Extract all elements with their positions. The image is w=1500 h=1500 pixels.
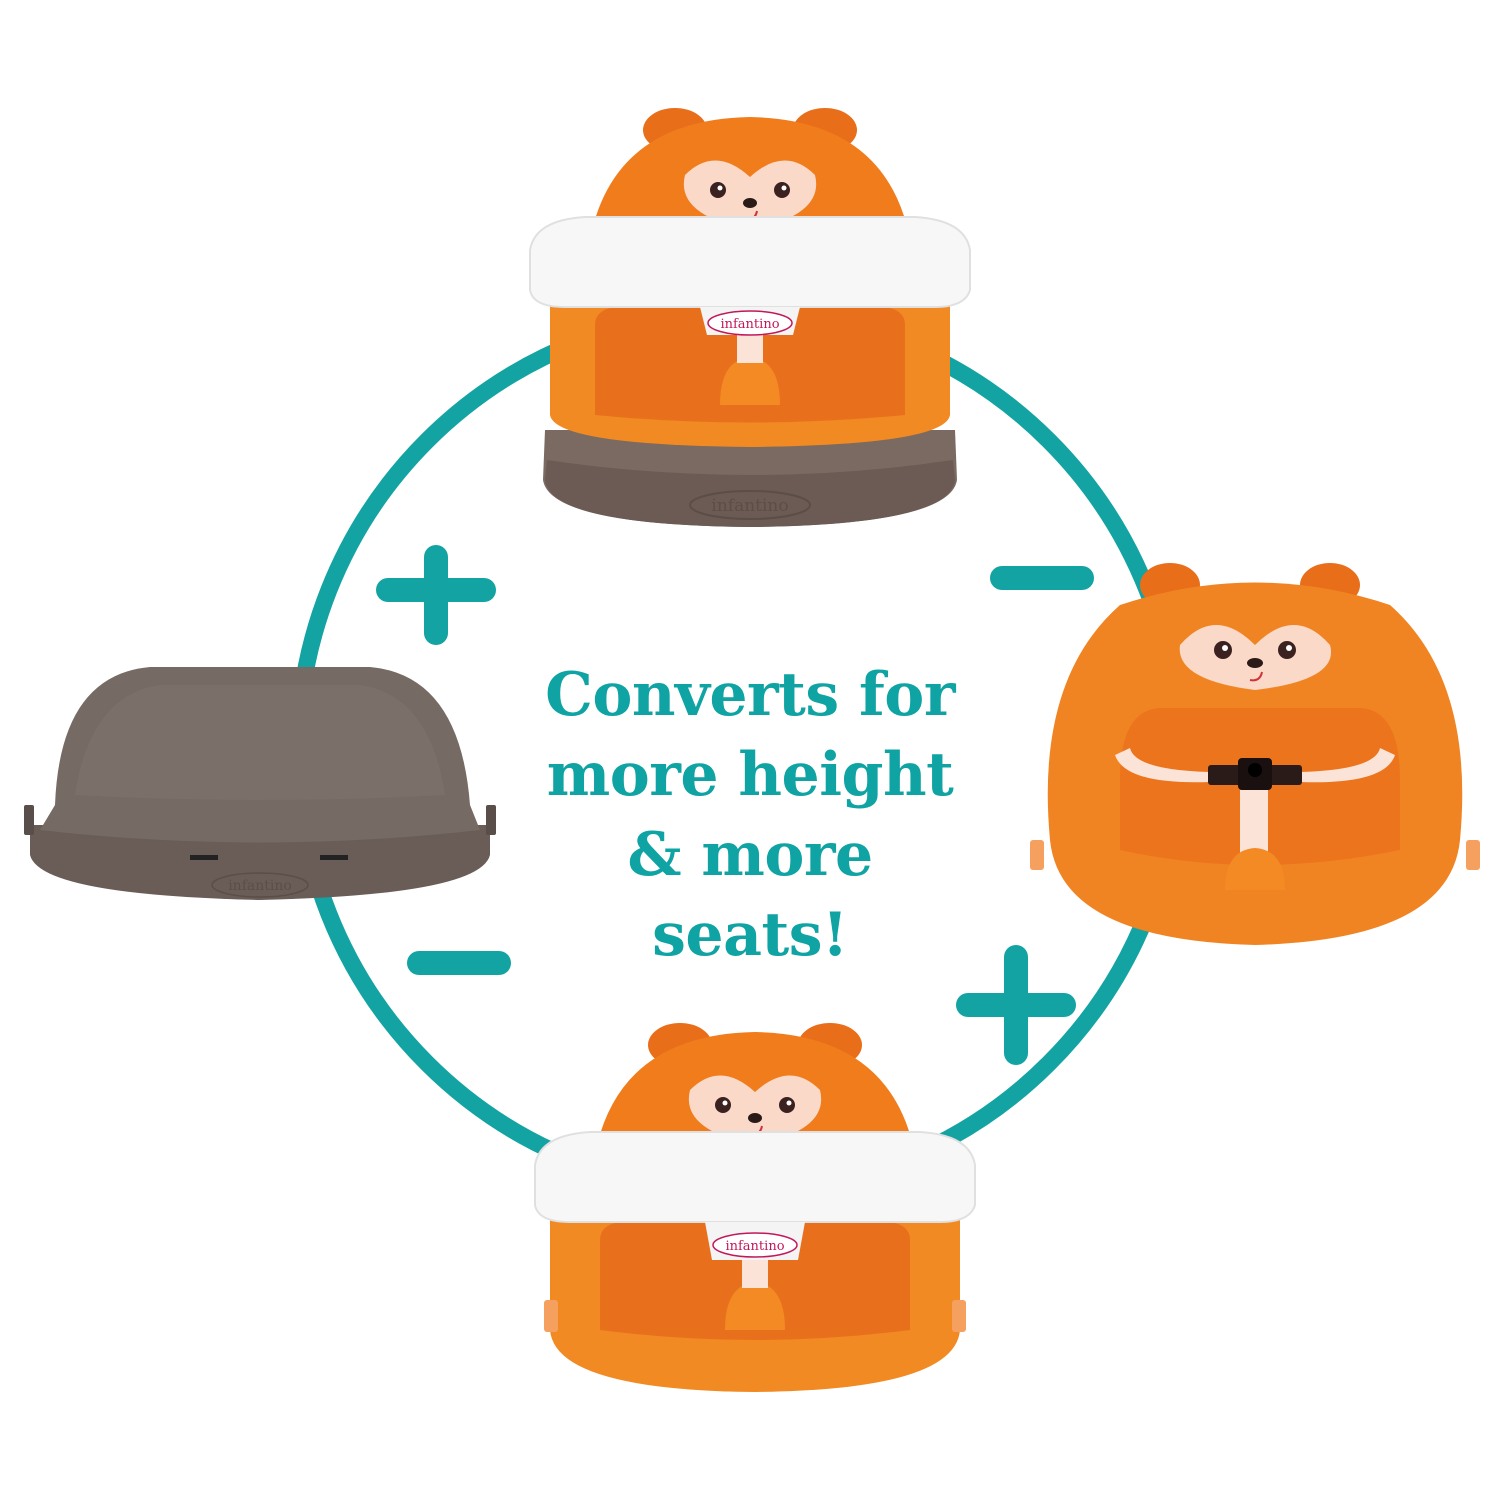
minus-icon-upper-right — [990, 566, 1094, 590]
seat-right-booster-with-harness — [1030, 550, 1480, 950]
headline-line-4: seats! — [652, 900, 848, 970]
headline-line-3: & more — [627, 820, 873, 890]
headline-line-1: Converts for — [545, 660, 955, 730]
svg-text:infantino: infantino — [711, 496, 788, 516]
headline-line-2: more height — [546, 740, 954, 810]
seat-left-base-only: infantino — [20, 655, 500, 915]
headline: Converts for more height & more seats! — [500, 655, 1000, 975]
plus-icon-upper-left — [376, 545, 496, 645]
seat-top-booster-with-base: infantino infantino — [525, 95, 975, 545]
svg-text:infantino: infantino — [228, 878, 292, 894]
plus-icon-lower-right — [956, 945, 1076, 1065]
seat-bottom-booster-with-tray: infantino — [530, 1010, 980, 1400]
svg-text:infantino: infantino — [725, 1239, 784, 1254]
minus-icon-lower-left — [407, 951, 511, 975]
svg-text:infantino: infantino — [720, 317, 779, 332]
